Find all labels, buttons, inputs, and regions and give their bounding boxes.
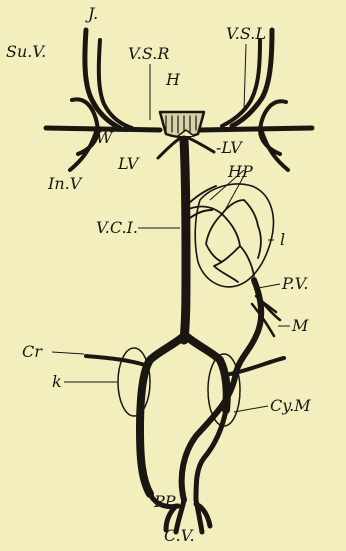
leader-lines bbox=[0, 0, 346, 551]
venous-system-diagram: J. Su.V. V.S.L V.S.R H W -LV LV In.V HP … bbox=[0, 0, 346, 551]
